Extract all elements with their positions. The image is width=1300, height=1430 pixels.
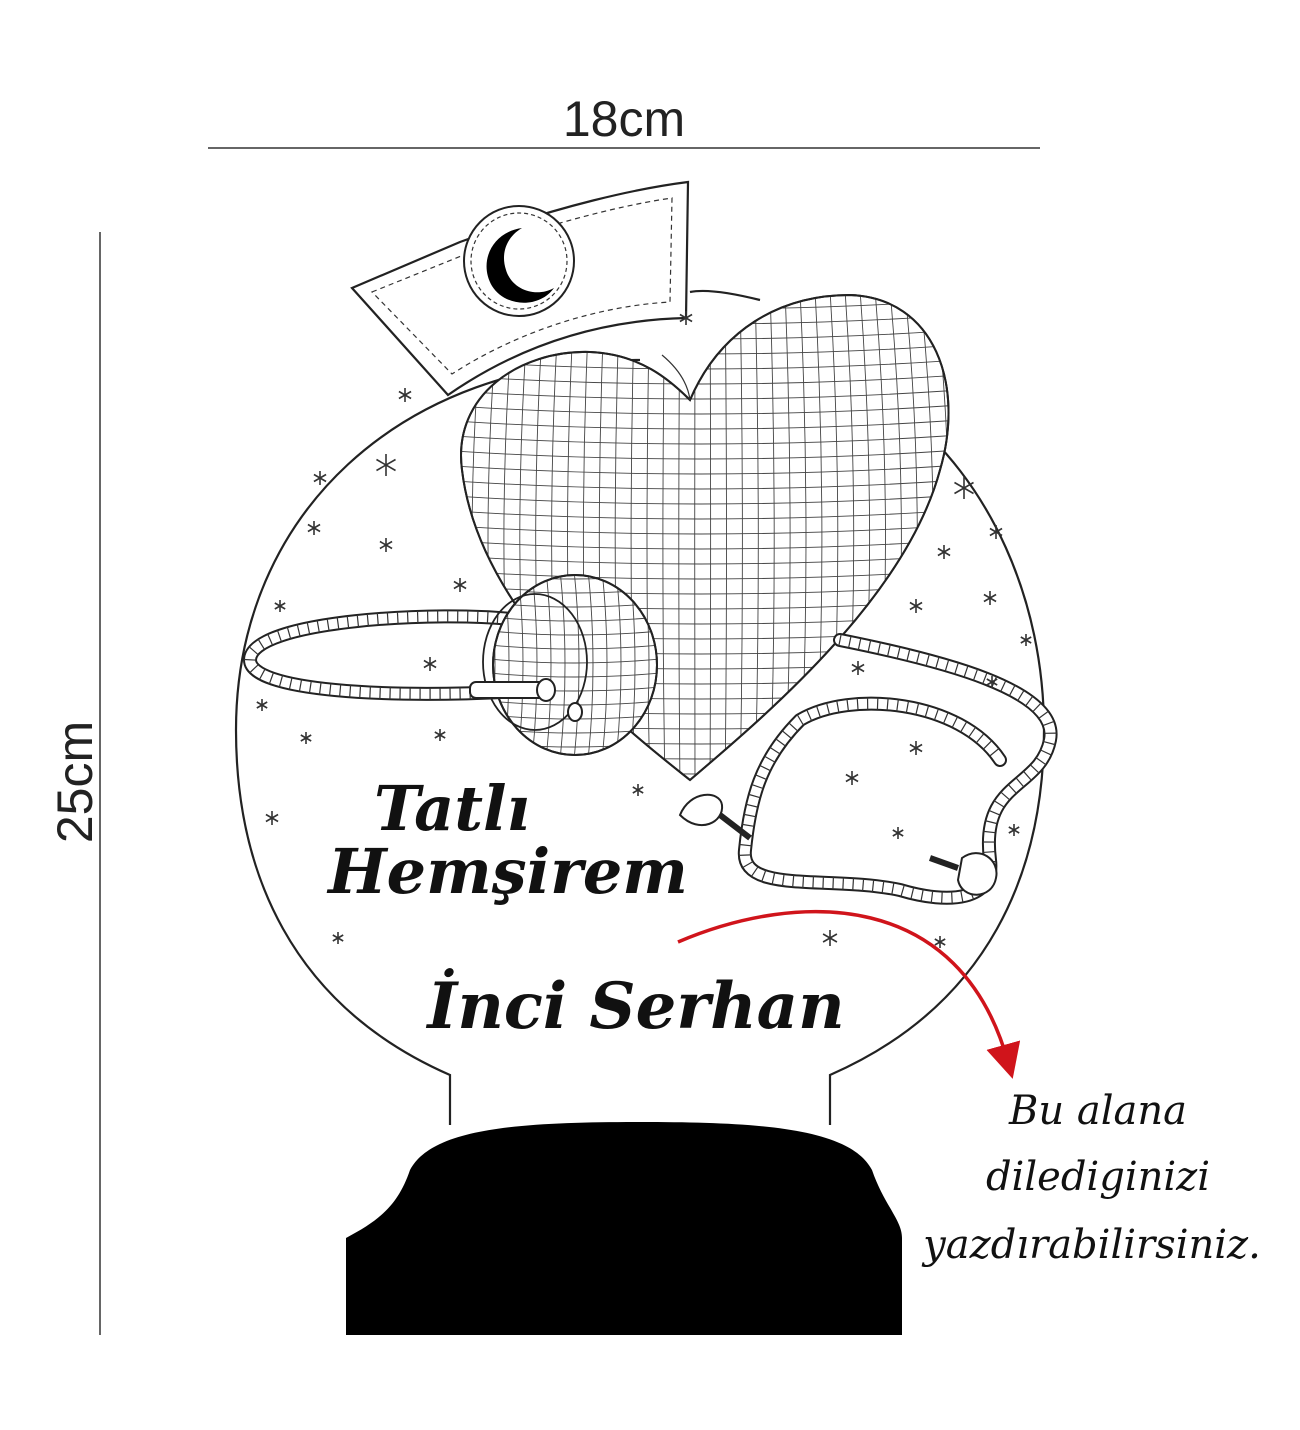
customization-note: Bu alana dilediginizi yazdırabilirsiniz.: [921, 1088, 1261, 1268]
crescent-icon: [486, 228, 554, 303]
note-line-1: Bu alana: [1008, 1088, 1187, 1134]
star-icon: [274, 600, 286, 612]
stethoscope-icon: [242, 609, 1058, 905]
star-icon: [256, 699, 268, 711]
star-icon: [379, 538, 393, 552]
star-icon: [989, 525, 1003, 539]
lamp-base: [346, 1122, 902, 1335]
star-icon: [434, 729, 446, 741]
star-icon: [983, 591, 997, 605]
note-line-2: dilediginizi: [986, 1154, 1210, 1200]
width-label: 18cm: [563, 91, 685, 147]
star-icon: [909, 741, 923, 755]
star-icon: [332, 932, 344, 944]
star-icon: [679, 311, 693, 325]
star-icon: [986, 676, 998, 688]
star-icon: [423, 657, 437, 671]
star-icon: [1020, 634, 1032, 646]
star-icon: [822, 930, 838, 946]
star-icon: [398, 388, 412, 402]
note-line-3: yazdırabilirsiniz.: [921, 1222, 1261, 1268]
height-label: 25cm: [47, 721, 103, 843]
star-icon: [851, 661, 865, 675]
star-field: [256, 311, 1032, 948]
star-icon: [376, 454, 396, 476]
star-icon: [954, 477, 974, 499]
height-dimension: 25cm: [47, 232, 103, 1335]
star-icon: [632, 784, 644, 796]
star-icon: [892, 827, 904, 839]
design-line-2: Hemşirem: [326, 835, 688, 908]
design-line-1: Tatlı: [374, 772, 530, 845]
star-icon: [934, 936, 946, 948]
personalized-name: İnci Serhan: [425, 968, 844, 1044]
star-icon: [453, 578, 467, 592]
star-icon: [937, 545, 951, 559]
nurse-cap-icon: [350, 180, 690, 397]
heart-icon: [460, 293, 950, 782]
star-icon: [265, 811, 279, 825]
star-icon: [313, 471, 327, 485]
star-icon: [307, 521, 321, 535]
star-icon: [300, 732, 312, 744]
star-icon: [909, 599, 923, 613]
star-icon: [1008, 824, 1020, 836]
star-icon: [845, 771, 859, 785]
width-dimension: 18cm: [208, 91, 1040, 149]
pointer-arrow: [677, 909, 1021, 1079]
